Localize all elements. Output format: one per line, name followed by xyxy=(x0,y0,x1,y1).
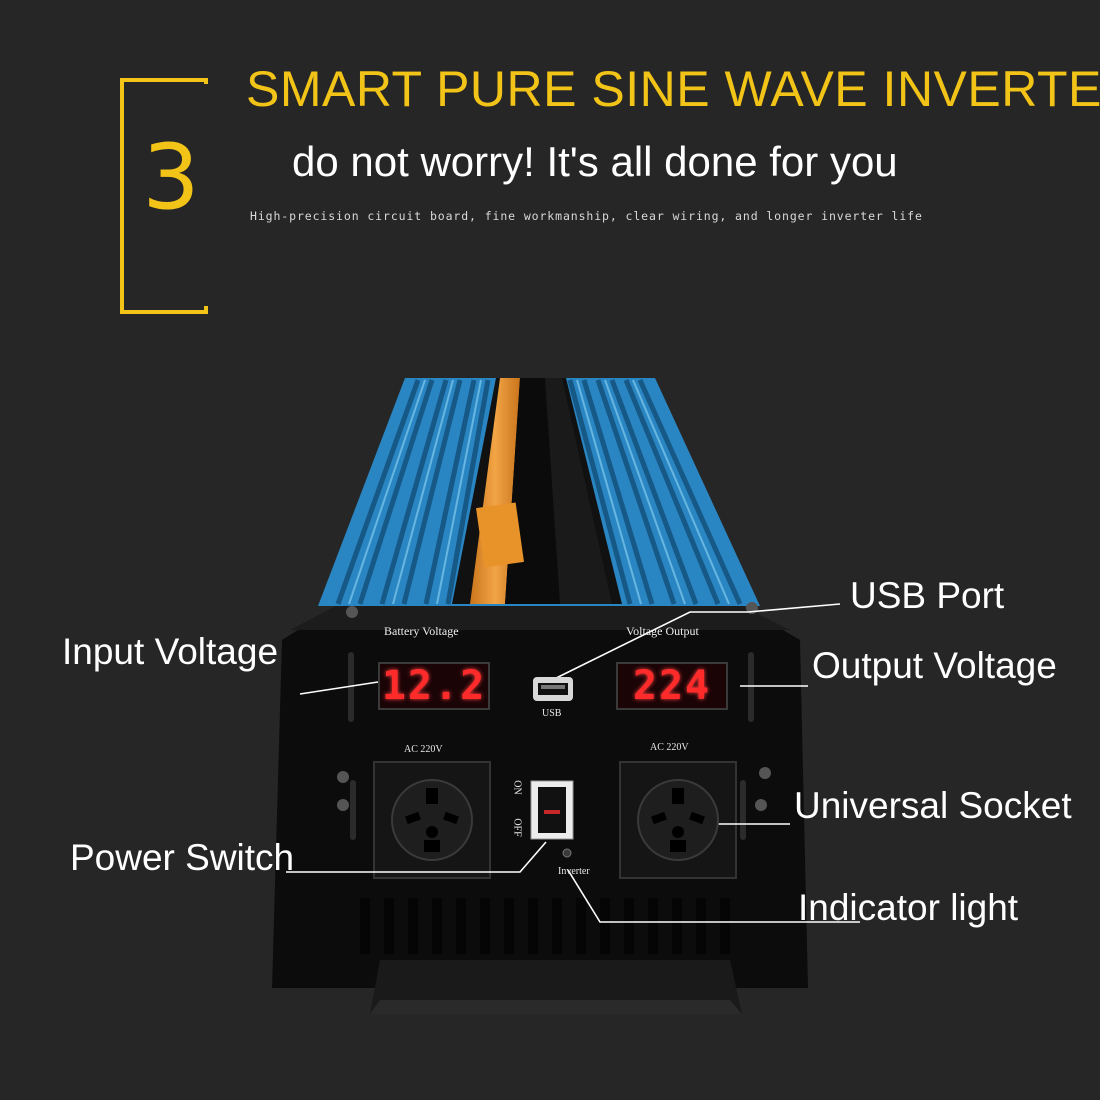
output-voltage-display: 224 xyxy=(616,662,728,710)
universal-socket-icon[interactable] xyxy=(386,774,478,866)
indicator-light-callout: Indicator light xyxy=(798,887,1019,928)
usb-port-icon[interactable] xyxy=(532,676,574,702)
headline: SMART PURE SINE WAVE INVERTER xyxy=(246,61,1100,117)
inverter-label: Inverter xyxy=(558,866,590,877)
usb-label: USB xyxy=(542,708,562,719)
battery-voltage-label: Battery Voltage xyxy=(384,624,459,638)
switch-on-label: ON xyxy=(511,780,523,795)
universal-socket-callout: Universal Socket xyxy=(794,785,1072,826)
voltage-output-label: Voltage Output xyxy=(626,624,699,638)
output-voltage-callout: Output Voltage xyxy=(812,645,1057,686)
battery-voltage-display: 12.2 xyxy=(378,662,490,710)
input-voltage-callout: Input Voltage xyxy=(62,631,279,672)
rocker-switch-icon[interactable] xyxy=(530,780,574,840)
tagline: do not worry! It's all done for you xyxy=(292,138,898,185)
right-socket-rating: AC 220V xyxy=(650,742,689,753)
left-socket-rating: AC 220V xyxy=(404,744,443,755)
power-switch-callout: Power Switch xyxy=(70,837,295,878)
indicator-led-icon xyxy=(562,848,572,858)
usb-port-callout: USB Port xyxy=(850,575,1005,616)
switch-off-label: OFF xyxy=(511,818,523,837)
bracket-frame-icon xyxy=(120,78,208,314)
universal-socket-icon[interactable] xyxy=(632,774,724,866)
fineprint: High-precision circuit board, fine workm… xyxy=(250,209,923,223)
step-number: 3 xyxy=(142,125,200,230)
